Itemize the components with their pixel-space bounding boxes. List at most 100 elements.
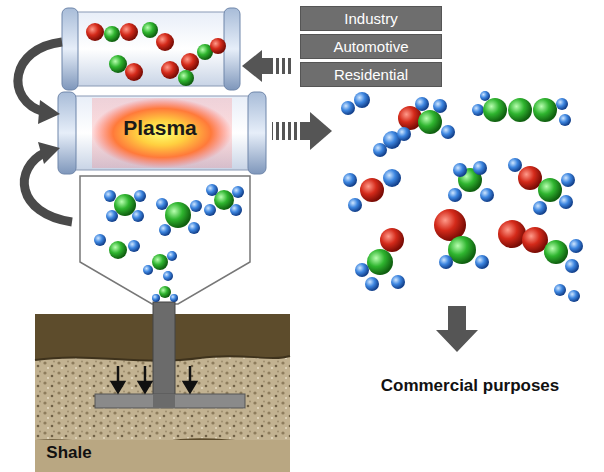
source-arrow — [242, 50, 294, 82]
atom — [472, 104, 484, 116]
atom — [152, 294, 160, 302]
atom — [568, 290, 580, 302]
atom — [480, 188, 494, 202]
caption-text: Commercial purposes — [381, 376, 560, 396]
source-box: Residential — [300, 62, 442, 87]
node-text: Residential — [334, 66, 408, 83]
atom — [453, 163, 467, 177]
atom — [522, 227, 548, 253]
atom — [433, 99, 447, 113]
down-arrow — [436, 306, 478, 352]
atom — [134, 190, 146, 202]
atom — [439, 255, 453, 269]
atom — [367, 249, 393, 275]
node-text: Plasma — [123, 116, 197, 140]
atom — [161, 61, 179, 79]
atom — [533, 201, 547, 215]
gas-cylinder — [62, 8, 240, 90]
arrow-head — [38, 142, 60, 164]
atom — [109, 241, 127, 259]
atom — [86, 23, 104, 41]
atom — [143, 265, 153, 275]
atom — [441, 125, 455, 139]
atom — [341, 101, 355, 115]
molecules — [86, 22, 583, 302]
atom — [156, 198, 168, 210]
node-text: Automotive — [333, 38, 408, 55]
atom — [554, 284, 566, 296]
source-box: Automotive — [300, 34, 442, 59]
atom — [206, 184, 218, 196]
atom — [480, 91, 490, 101]
atom — [159, 224, 171, 236]
atom — [232, 186, 244, 198]
atom — [538, 178, 562, 202]
output-arrow — [272, 112, 332, 150]
atom — [533, 98, 557, 122]
atom — [418, 110, 442, 134]
atom — [142, 22, 158, 38]
atom — [159, 286, 171, 298]
atom — [167, 251, 177, 261]
atom — [360, 178, 384, 202]
recycle-arrows — [18, 42, 72, 222]
atom — [178, 70, 194, 86]
atom — [114, 194, 136, 216]
atom — [569, 239, 583, 253]
plasma-label-area: Plasma — [119, 114, 201, 142]
atom — [132, 210, 144, 222]
pressure-arrows — [112, 366, 196, 392]
atom — [125, 63, 143, 81]
atom — [94, 234, 106, 246]
atom — [170, 294, 178, 302]
atom — [190, 200, 202, 212]
atom — [544, 240, 568, 264]
atom — [373, 143, 387, 157]
atom — [415, 97, 429, 111]
atom — [355, 263, 369, 277]
atom — [128, 240, 140, 252]
atom — [181, 53, 199, 71]
atom — [230, 204, 242, 216]
atom — [156, 33, 174, 51]
atom — [508, 158, 522, 172]
atom — [210, 38, 226, 54]
atom — [152, 254, 168, 270]
atom — [109, 55, 127, 73]
atom — [508, 98, 532, 122]
atom — [106, 210, 118, 222]
atom — [120, 23, 138, 41]
atom — [365, 277, 379, 291]
atom — [473, 161, 487, 175]
arrow-head — [38, 100, 60, 124]
atom — [165, 202, 191, 228]
atom — [354, 92, 370, 108]
atom — [561, 173, 575, 187]
atom — [559, 195, 573, 209]
atom — [204, 204, 216, 216]
atom — [380, 228, 404, 252]
atom — [391, 275, 405, 289]
atom — [104, 26, 120, 42]
atom — [518, 166, 542, 190]
atom — [565, 259, 579, 273]
atom — [559, 114, 571, 126]
node-text: Shale — [46, 443, 91, 463]
atom — [448, 188, 462, 202]
plasma-reactor — [58, 92, 266, 174]
atom — [483, 98, 507, 122]
atom — [383, 169, 401, 187]
atom — [475, 255, 489, 269]
shale-layer: Shale — [42, 441, 96, 465]
atom — [104, 190, 116, 202]
atom — [163, 271, 173, 281]
atom — [343, 173, 357, 187]
source-box: Industry — [300, 6, 442, 31]
node-text: Industry — [344, 10, 397, 27]
well-pipe — [95, 302, 245, 408]
atom — [397, 127, 411, 141]
atom — [188, 222, 200, 234]
atom — [348, 198, 362, 212]
funnel — [80, 176, 250, 304]
atom — [556, 98, 568, 110]
